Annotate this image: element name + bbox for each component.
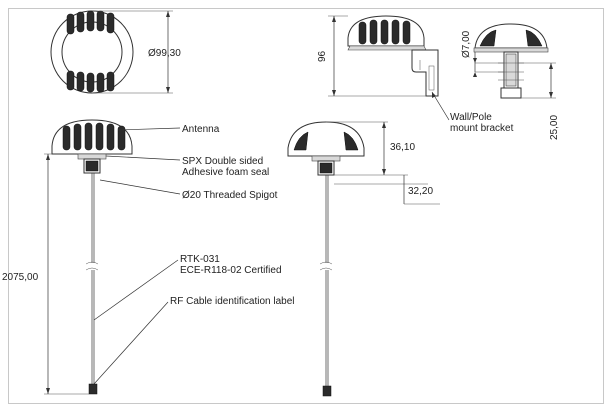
- top-view: Ø99,30: [50, 10, 181, 94]
- label-seal-line2: Adhesive foam seal: [182, 167, 269, 178]
- antenna-side-view: 36,10 32,20: [287, 121, 440, 397]
- label-antenna: Antenna: [182, 124, 220, 135]
- dim-diameter: Ø99,30: [148, 48, 181, 59]
- label-seal-line1: SPX Double sided: [182, 156, 263, 167]
- dim-diameter-7: Ø7,00: [461, 30, 472, 58]
- top-view-slots-upper: [66, 10, 115, 35]
- profile-view: Ø7,00 25,00: [461, 23, 560, 140]
- label-bracket-line2: mount bracket: [450, 123, 514, 134]
- label-rtk-line1: RTK-031: [180, 254, 220, 265]
- label-rtk-line2: ECE-R118-02 Certified: [180, 265, 282, 276]
- dim-spigot-32: 32,20: [408, 186, 433, 197]
- top-view-slots-lower: [66, 70, 115, 93]
- label-spigot: Ø20 Threaded Spigot: [182, 190, 278, 201]
- label-rf-cable: RF Cable identification label: [170, 296, 295, 307]
- dim-length-25: 25,00: [549, 115, 560, 140]
- label-bracket-line1: Wall/Pole: [450, 112, 492, 123]
- technical-drawing: Ø99,30 96 Wall/Pole mount bracket: [2, 8, 604, 404]
- bracket-view: 96 Wall/Pole mount bracket: [317, 15, 514, 134]
- drawing-frame: Ø99,30 96 Wall/Pole mount bracket: [2, 8, 604, 404]
- dim-cable-length: 2075,00: [2, 272, 39, 283]
- dim-height-36: 36,10: [390, 142, 415, 153]
- antenna-front-view: 2075,00 Antenna SPX Double sided Adhesiv…: [2, 119, 295, 395]
- dim-height-96: 96: [317, 50, 328, 62]
- frame-border: [8, 8, 604, 404]
